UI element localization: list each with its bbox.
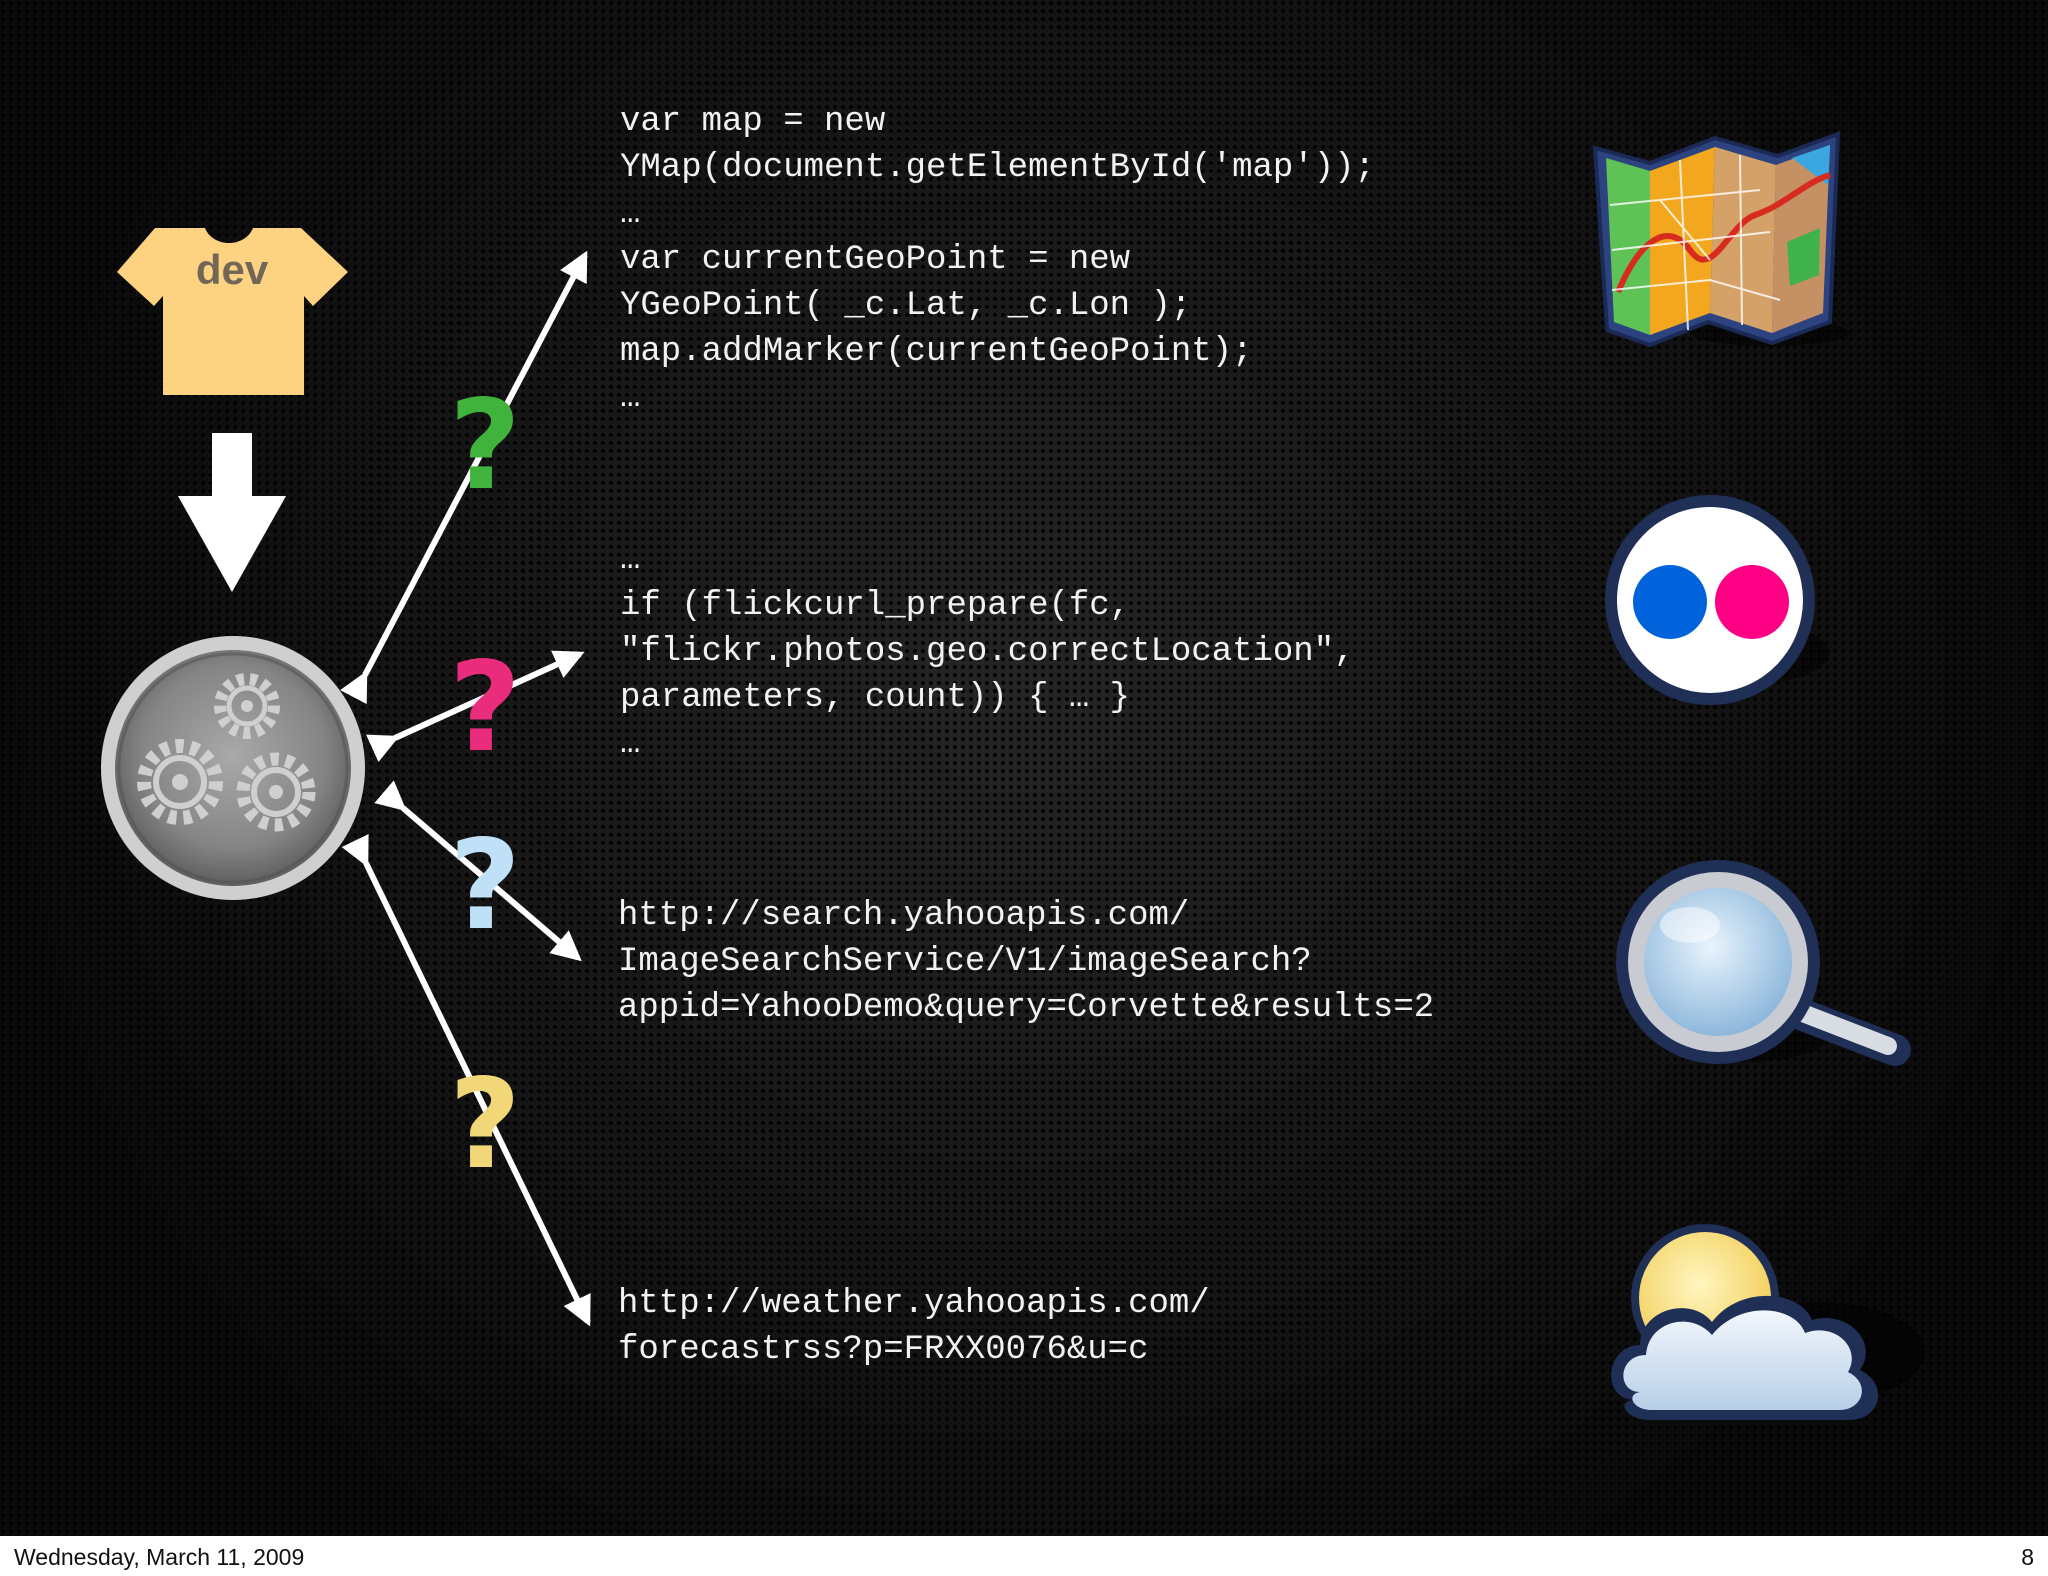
question-mark-weather: ? (449, 1053, 521, 1197)
question-mark-flickr: ? (449, 636, 521, 780)
code-line: YMap(document.getElementById('map')); (620, 149, 1375, 187)
code-line: if (flickcurl_prepare(fc, (620, 587, 1131, 625)
code-line: YGeoPoint( _c.Lat, _c.Lon ); (620, 287, 1192, 325)
developer-tshirt-icon: dev (117, 228, 348, 395)
question-mark-maps: ? (449, 374, 521, 518)
code-block-flickr: … if (flickcurl_prepare(fc, "flickr.photos… (620, 537, 1355, 767)
code-line: … (620, 725, 641, 763)
arrow-to-maps (340, 250, 588, 705)
code-line: var map = new (620, 103, 886, 141)
code-line: forecastrss?p=FRXX0076&u=c (618, 1331, 1149, 1369)
arrow-to-weather (341, 833, 591, 1327)
magnifying-glass-icon (1616, 860, 1911, 1066)
code-line: … (620, 541, 641, 579)
code-line: … (620, 195, 641, 233)
folded-map-icon (1592, 131, 1850, 348)
code-line: "flickr.photos.geo.correctLocation", (620, 633, 1355, 671)
sun-cloud-weather-icon (1611, 1224, 1925, 1420)
down-arrow-icon (178, 433, 286, 592)
code-line: ImageSearchService/V1/imageSearch? (618, 943, 1312, 981)
arrow-to-flickr (366, 650, 585, 762)
code-line: … (620, 379, 641, 417)
flickr-logo-icon (1605, 495, 1830, 705)
slide-footer: Wednesday, March 11, 2009 8 (0, 1536, 2048, 1576)
code-line: appid=YahooDemo&query=Corvette&results=2 (618, 989, 1435, 1027)
code-line: http://weather.yahooapis.com/ (618, 1285, 1210, 1323)
footer-date: Wednesday, March 11, 2009 (14, 1544, 305, 1570)
code-block-weather: http://weather.yahooapis.com/forecastrss… (618, 1281, 1210, 1373)
code-line: var currentGeoPoint = new (620, 241, 1131, 279)
code-block-search: http://search.yahooapis.com/ImageSearchS… (618, 893, 1434, 1031)
gears-app-icon (101, 636, 365, 900)
diagram-overlay: dev (101, 131, 1925, 1420)
code-line: http://search.yahooapis.com/ (618, 897, 1190, 935)
dev-label: dev (196, 246, 269, 293)
connector-arrows (340, 250, 591, 1327)
code-line: parameters, count)) { … } (620, 679, 1131, 717)
code-line: map.addMarker(currentGeoPoint); (620, 333, 1253, 371)
page-number: 8 (2021, 1544, 2034, 1570)
question-mark-search: ? (449, 814, 521, 958)
